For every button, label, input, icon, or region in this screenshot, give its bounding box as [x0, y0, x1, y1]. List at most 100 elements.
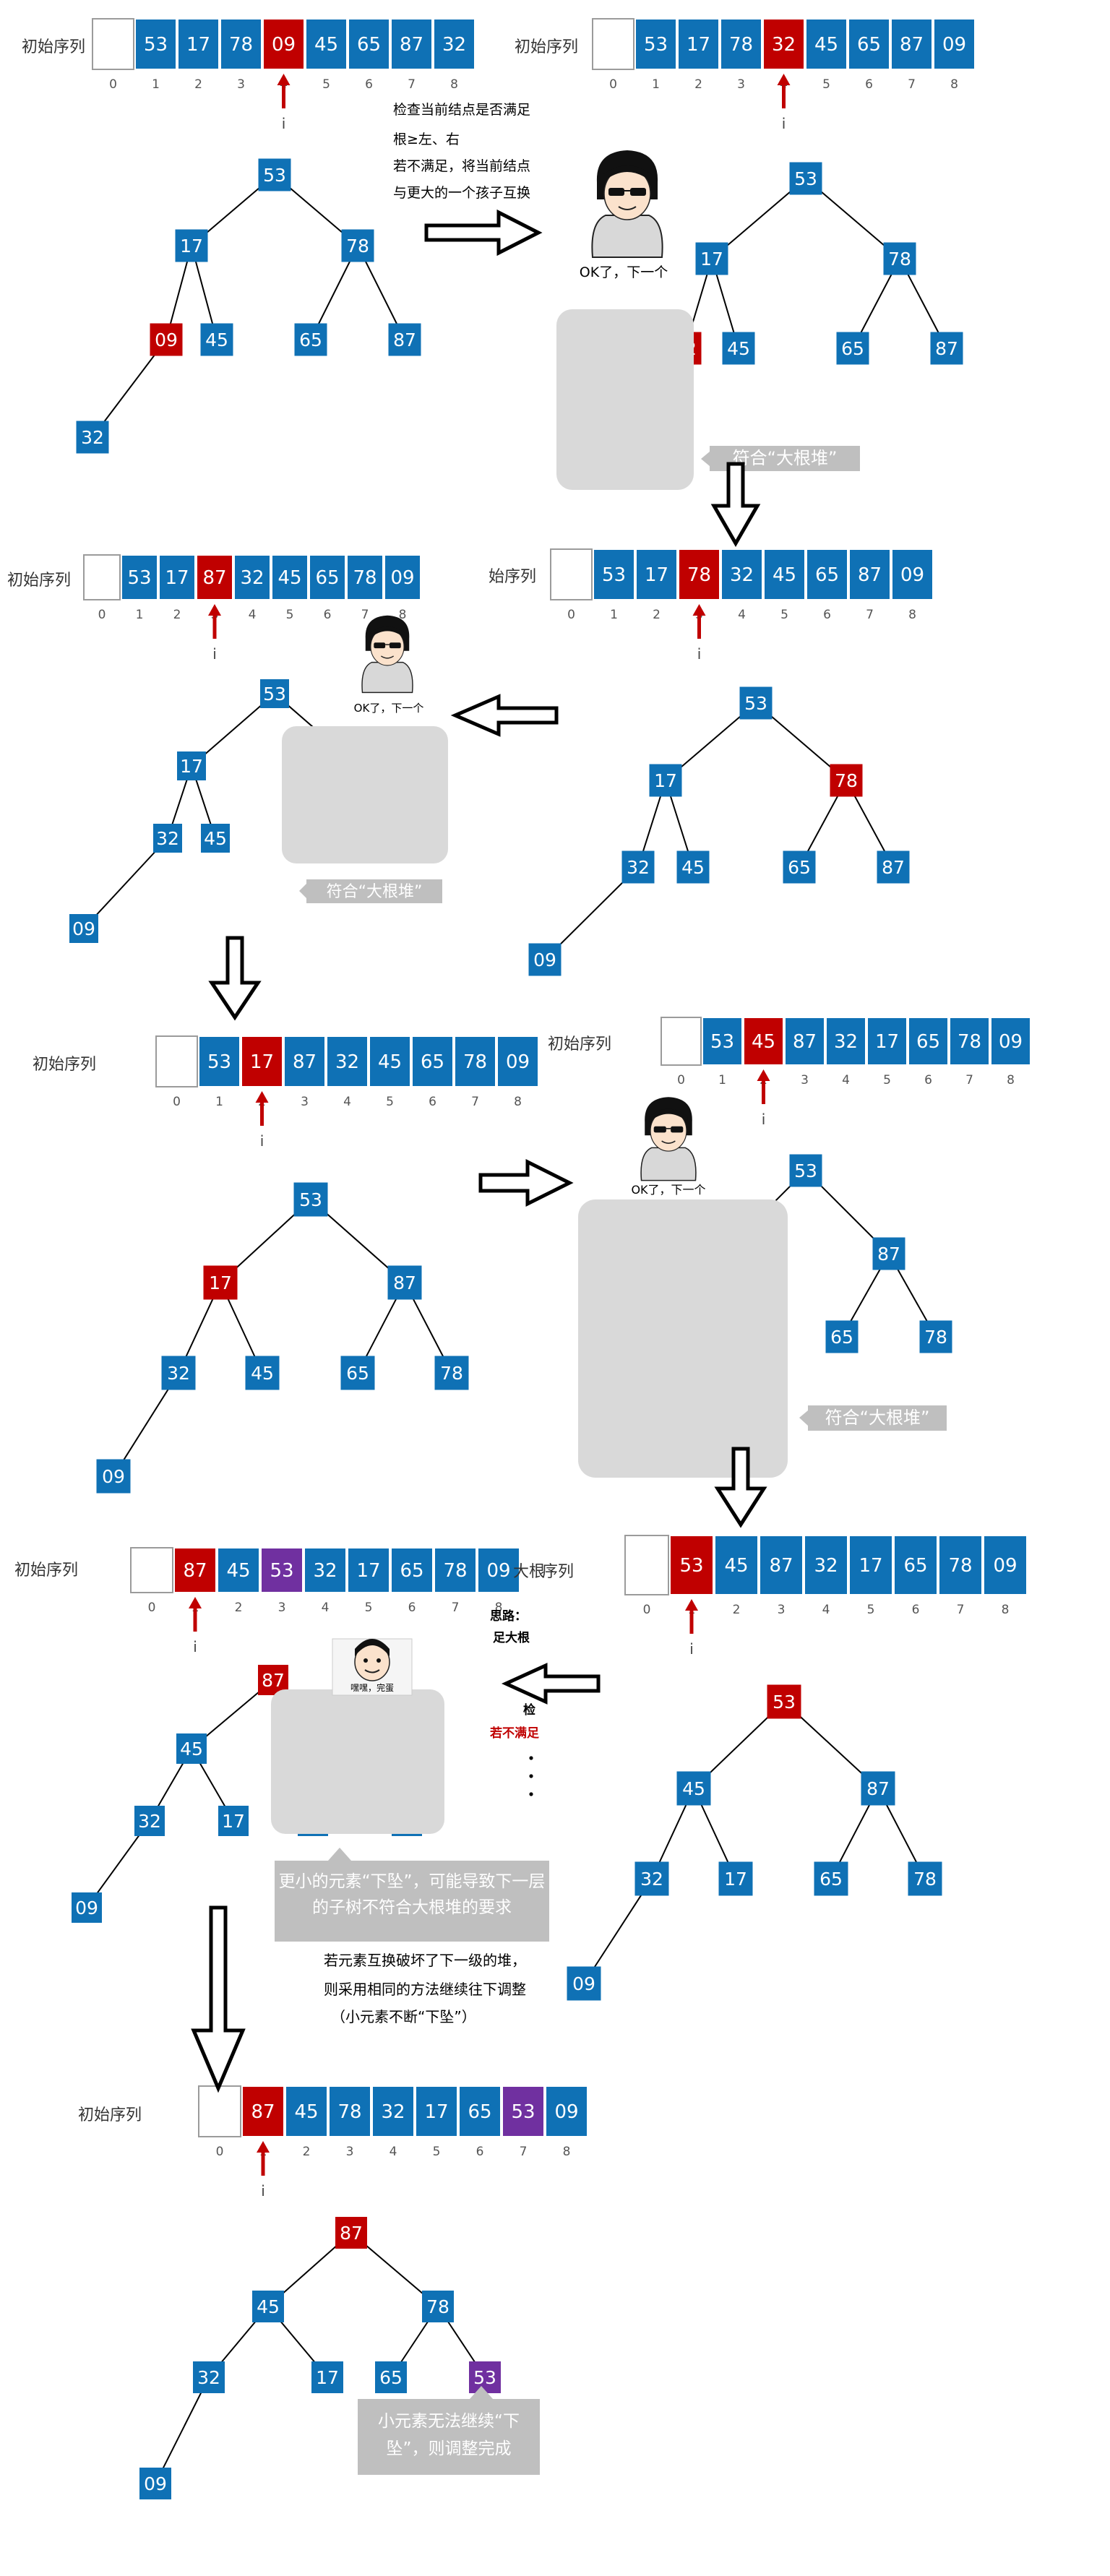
- array-index: 5: [386, 1095, 394, 1109]
- tree-node: [789, 1154, 822, 1187]
- array-cell-value: 87: [793, 1031, 817, 1053]
- array-cell: [634, 18, 677, 70]
- sequence-array: 初始序列0531452873324175656787098i: [548, 1017, 1031, 1128]
- array-cell-value: 45: [314, 34, 338, 56]
- red-arrow-icon: [189, 1597, 202, 1608]
- tree-node-value: 32: [138, 1811, 161, 1832]
- array-index: 1: [136, 608, 144, 622]
- array-index: 6: [324, 608, 332, 622]
- hollow-arrow-icon: [714, 1447, 767, 1528]
- array-cell-value: 09: [506, 1051, 530, 1073]
- array-cell-value: 78: [948, 1555, 972, 1577]
- array-cell: [550, 548, 593, 600]
- array-cell: [908, 1017, 949, 1066]
- tree-edge: [155, 2377, 210, 2484]
- array-cell: [347, 1547, 390, 1593]
- array-index: 8: [399, 608, 407, 622]
- tree-node-value: 17: [209, 1272, 232, 1293]
- hollow-arrow-icon: [424, 209, 543, 257]
- tree-node: [335, 2217, 367, 2249]
- tree-node-value: 45: [251, 1363, 274, 1384]
- tree-node-value: 45: [727, 338, 750, 359]
- tree-node-value: 87: [935, 338, 958, 359]
- tree-node-value: 45: [180, 1739, 203, 1759]
- array-cell-value: 32: [814, 1555, 838, 1577]
- note-line: 检查当前结点是否满足: [393, 102, 530, 118]
- array-index: 2: [194, 77, 202, 92]
- callout-text-box: 小元素无法继续“下坠”，则调整完成: [378, 2412, 520, 2458]
- array-cell-value: 65: [815, 564, 839, 586]
- tree-node: [258, 158, 291, 191]
- note-line: 则采用相同的方法继续往下调整: [324, 1981, 526, 1998]
- sequence-label: 序列: [542, 1563, 574, 1581]
- tree-node-value: 87: [393, 329, 416, 350]
- tree-node-value: 87: [340, 2223, 363, 2244]
- array-cell-value: 87: [293, 1051, 317, 1073]
- tree-node-value: 17: [180, 756, 203, 777]
- tree-node-value: 53: [473, 2367, 496, 2388]
- array-cell-value: 78: [687, 564, 711, 586]
- array-cell: [369, 1035, 411, 1087]
- tree-node-value: 78: [346, 236, 369, 257]
- array-cell-value: 78: [958, 1031, 981, 1053]
- tree-node-value: 53: [794, 168, 817, 189]
- tree-node: [814, 1861, 848, 1896]
- sequence-array: 大根序列0531452873324175656787098i: [513, 1535, 1028, 1658]
- hollow-arrow-icon: [501, 1663, 601, 1705]
- tree-node-value: 78: [835, 770, 858, 791]
- red-arrow-icon: [692, 604, 706, 616]
- array-index: 2: [653, 608, 661, 622]
- red-arrow-icon: [208, 604, 221, 616]
- array-cell-value: 78: [337, 2101, 361, 2123]
- tree-node-value: 45: [205, 329, 228, 350]
- array-cell: [233, 554, 271, 600]
- tree-node-value: 17: [724, 1869, 747, 1890]
- pointer-label: i: [193, 1638, 197, 1655]
- callout-tag: [275, 1861, 549, 1942]
- tree-node: [789, 162, 822, 195]
- tree-node: [294, 323, 327, 356]
- array-cell: [720, 18, 762, 70]
- array-cell-value: 45: [278, 567, 301, 589]
- array-cell-value: 65: [903, 1555, 927, 1577]
- tree-node: [528, 943, 562, 976]
- array-cell-value: 53: [602, 564, 626, 586]
- array-cell-value: 53: [679, 1555, 703, 1577]
- array-cell-value: 87: [202, 567, 226, 589]
- tree-node: [252, 2291, 284, 2322]
- array-cell: [545, 2085, 588, 2137]
- callout-text: 更小的元素“下坠”，可能导致下一层的子树不符合大根堆的要求: [278, 1872, 546, 1917]
- array-cell: [241, 1035, 283, 1087]
- tree-node-value: 87: [393, 1272, 416, 1293]
- ellipsis-dot: [529, 1792, 533, 1796]
- array-index: 8: [563, 2145, 571, 2159]
- tree-node: [387, 1265, 422, 1300]
- tree-node-value: 53: [794, 1160, 817, 1181]
- array-cell: [198, 2085, 241, 2137]
- array-index: 5: [365, 1601, 373, 1615]
- hollow-arrow-icon: [208, 936, 262, 1021]
- array-cell-value: 78: [229, 34, 253, 56]
- array-index: 7: [866, 608, 874, 622]
- array-cell-value: 17: [687, 34, 710, 56]
- array-cell: [134, 18, 177, 70]
- pointer-label: i: [261, 2182, 265, 2200]
- array-cell: [720, 548, 763, 600]
- ellipsis-dot: [529, 1756, 533, 1760]
- array-index: 1: [718, 1073, 726, 1087]
- pointer-label: i: [782, 115, 786, 132]
- array-index: 3: [801, 1073, 809, 1087]
- pointer-label: i: [212, 645, 217, 663]
- array-index: 2: [733, 1603, 741, 1617]
- array-cell-value: 09: [993, 1555, 1017, 1577]
- array-index: 3: [301, 1095, 309, 1109]
- red-arrow-icon: [757, 1069, 770, 1081]
- tree-node: [422, 2291, 454, 2322]
- meme-face-icon: [640, 1097, 697, 1181]
- callout-text: 小元素无法继续“下坠”，则调整完成: [378, 2412, 520, 2458]
- array-index: 7: [965, 1073, 973, 1087]
- note-line: 根≥左、右: [393, 132, 460, 147]
- array-index: 2: [303, 2145, 311, 2159]
